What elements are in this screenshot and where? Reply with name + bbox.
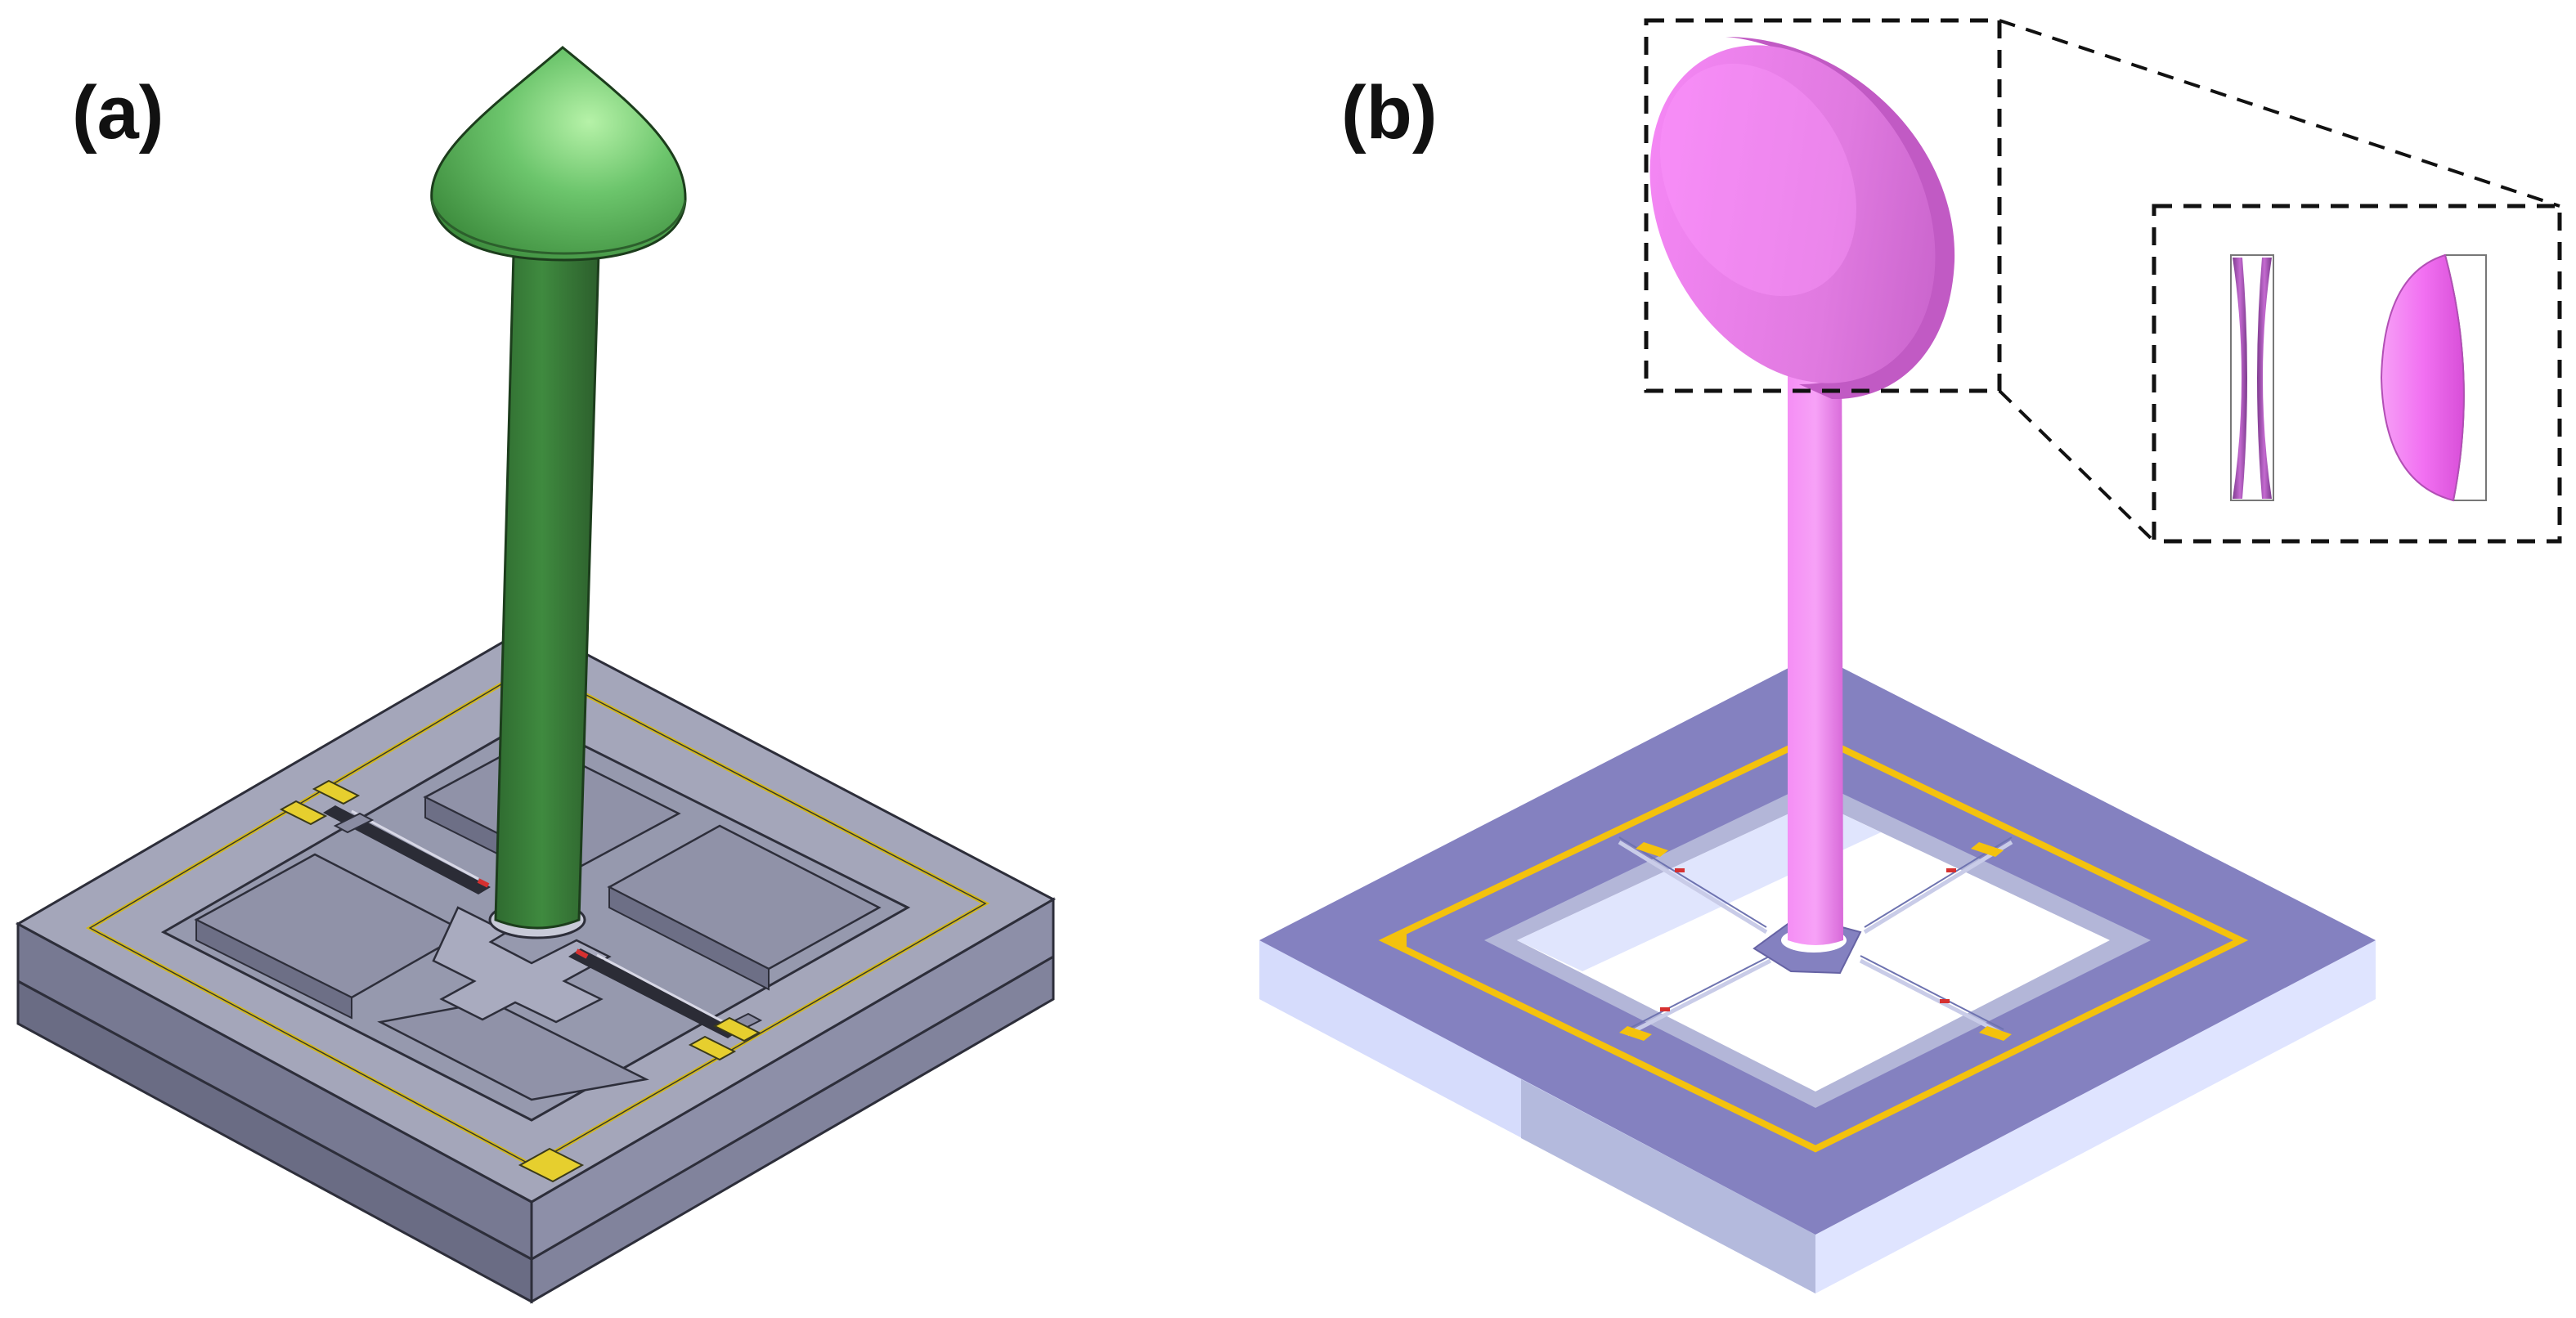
concave-lens-icon (2230, 254, 2274, 501)
tip-a-stem (494, 252, 600, 930)
panel-label-b: (b) (1341, 71, 1438, 155)
micro-tip-icon (430, 46, 687, 939)
lens-b-face (1649, 45, 1936, 383)
zoom-line-top (1999, 19, 2560, 208)
chip-b-springs (1618, 840, 2013, 1037)
chip-a-gold-pad-3 (712, 1016, 761, 1042)
chip-a-actuator-lower (568, 948, 740, 1038)
chip-a-gold-pad-5 (518, 1147, 585, 1183)
zoom-source-box (1644, 18, 2002, 393)
tip-a-cone (430, 46, 687, 262)
micro-lens-icon (1649, 37, 1955, 945)
chip-a-quadrant-bottom (377, 1000, 649, 1101)
panel-label-a: (a) (72, 71, 164, 155)
panel-a-chip (15, 624, 1057, 1304)
lens-b-rim (1726, 37, 1955, 400)
chip-b-right-side (1815, 940, 2376, 1293)
plano-convex-lens-icon (2380, 253, 2487, 502)
zoom-indicator (1644, 18, 2562, 544)
zoom-line-bottom (1998, 389, 2156, 543)
lens-b-stem (1788, 311, 1843, 945)
chip-a-actuator-upper (323, 805, 491, 894)
zoom-detail-box (2152, 204, 2562, 544)
chip-a-gold-pad-4 (688, 1035, 737, 1061)
chip-a-gold-pad-1 (312, 779, 361, 805)
chip-b-yellow-trace (1378, 732, 2249, 1153)
chip-a-gold-pad-2 (279, 800, 328, 826)
chip-b-left-side-shade (1521, 1079, 1815, 1293)
chip-a-cross-platform (432, 906, 612, 1024)
